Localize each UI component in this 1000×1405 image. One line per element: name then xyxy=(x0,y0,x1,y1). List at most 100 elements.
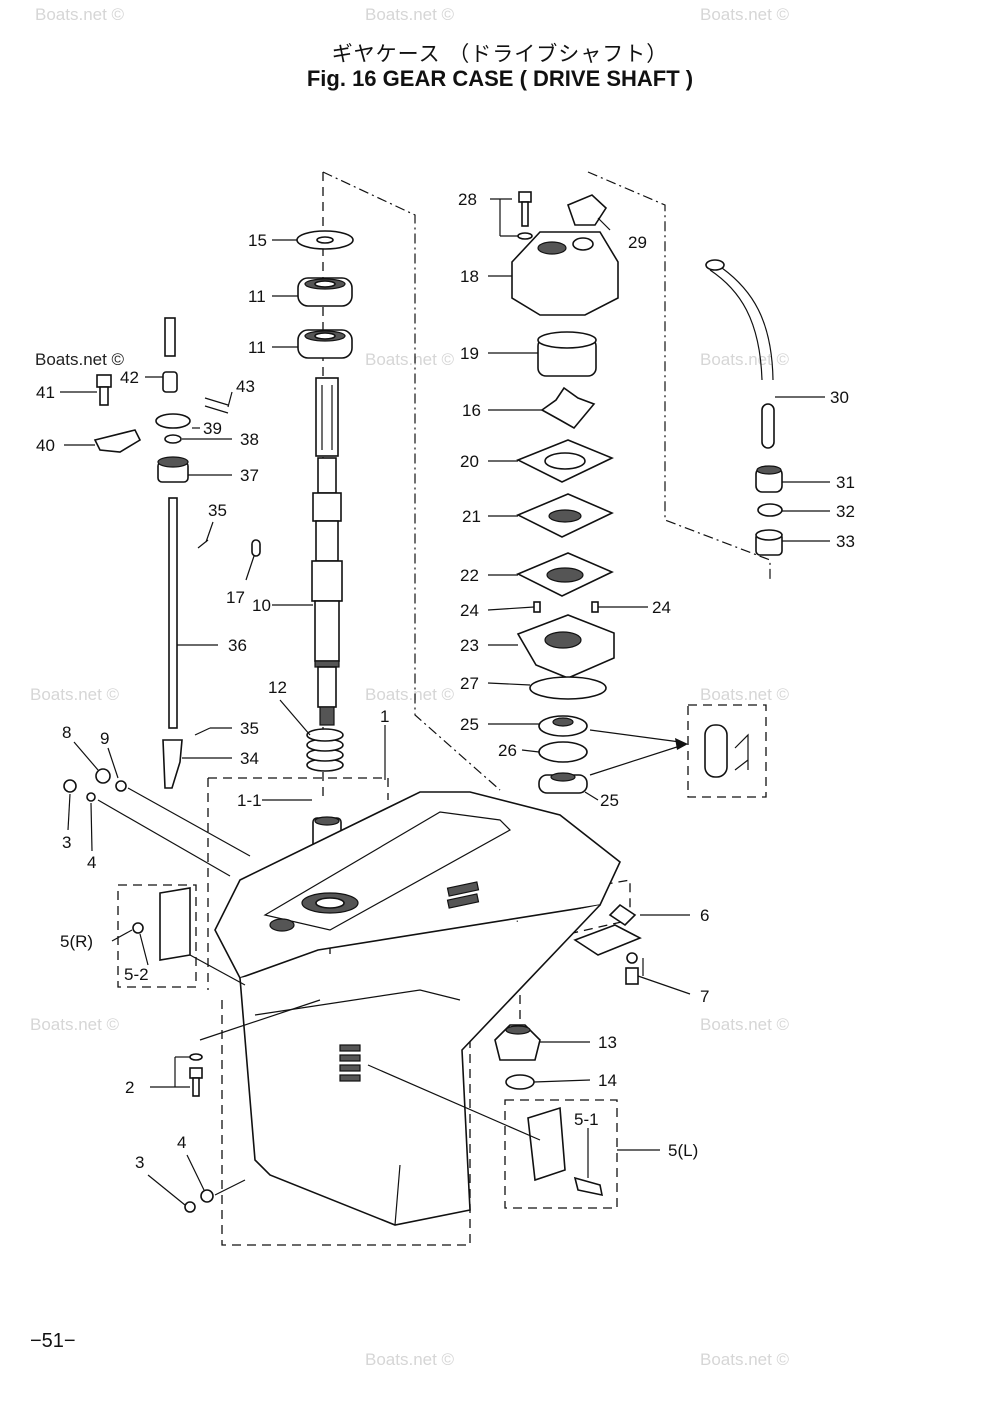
watermark: Boats.net © xyxy=(365,5,455,24)
callout-label: 17 xyxy=(226,588,245,607)
shift-rod-36 xyxy=(168,497,178,729)
callout-label: 31 xyxy=(836,473,855,492)
washer-9 xyxy=(115,780,127,792)
o-ring-27 xyxy=(529,676,607,700)
callout-label: 40 xyxy=(36,436,55,455)
callout-label: 25 xyxy=(600,791,619,810)
watermark: Boats.net © xyxy=(365,685,455,704)
shift-rod-group xyxy=(93,317,229,789)
watermark: Boats.net © xyxy=(30,1015,120,1034)
watermark: Boats.net © xyxy=(365,1350,455,1369)
callout-label: 39 xyxy=(203,419,222,438)
seal-32 xyxy=(757,503,783,517)
callout-label: 35 xyxy=(208,501,227,520)
callout-label: 5-1 xyxy=(574,1110,599,1129)
callout-label: 37 xyxy=(240,466,259,485)
watermark: Boats.net © xyxy=(30,685,120,704)
callout-label: 5(R) xyxy=(60,932,93,951)
callout-label: 4 xyxy=(87,853,96,872)
callout-label: 32 xyxy=(836,502,855,521)
callout-label: 14 xyxy=(598,1071,617,1090)
watermark: Boats.net © xyxy=(700,5,790,24)
callout-label: 11 xyxy=(248,287,266,306)
callout-label: 3 xyxy=(62,833,71,852)
watermark: Boats.net © xyxy=(35,350,125,369)
callout-label: 41 xyxy=(36,383,55,402)
drive-shaft-group xyxy=(251,230,354,851)
pump-case-23 xyxy=(516,614,615,679)
page-number: −51− xyxy=(30,1330,76,1352)
anode-5l-detail xyxy=(504,1099,618,1209)
callout-label: 11 xyxy=(248,338,266,357)
washer-28 xyxy=(517,232,533,240)
drive-shaft-10 xyxy=(311,377,343,726)
callout-label: 26 xyxy=(498,741,517,760)
callout-label: 10 xyxy=(252,596,271,615)
water-tube-seal-29 xyxy=(566,194,608,226)
screw-5-1 xyxy=(573,1176,604,1197)
gear-case-1 xyxy=(214,791,621,1226)
dowel-pin-24-left xyxy=(533,601,541,613)
shift-cam-34 xyxy=(162,739,183,789)
impeller-16 xyxy=(540,386,596,430)
bolt-3-lower xyxy=(184,1201,196,1213)
watermark: Boats.net © xyxy=(700,1015,790,1034)
callout-labels: 15 11 11 10 12 17 1 1-1 28 29 18 19 16 2… xyxy=(36,190,855,1172)
shift-rod-upper xyxy=(164,317,176,357)
water-tube-30 xyxy=(709,267,774,381)
anode-5r-detail xyxy=(117,884,197,988)
callout-label: 35 xyxy=(240,719,259,738)
watermark: Boats.net © xyxy=(700,685,790,704)
diagram-title-japanese: ギヤケース （ドライブシャフト） xyxy=(331,42,669,66)
watermark: Boats.net © xyxy=(700,350,790,369)
pinion-gear-13 xyxy=(494,1024,541,1061)
callout-label: 5(L) xyxy=(668,1141,698,1160)
callout-label: 8 xyxy=(62,723,71,742)
retainer-plate-40 xyxy=(93,429,142,453)
callout-label: 30 xyxy=(830,388,849,407)
ball-bearing-11-upper xyxy=(297,277,353,307)
callout-label: 3 xyxy=(135,1153,144,1172)
callout-label: 36 xyxy=(228,636,247,655)
callout-label: 24 xyxy=(460,601,479,620)
callout-label: 2 xyxy=(125,1078,134,1097)
callout-label: 1-1 xyxy=(237,791,262,810)
callout-label: 13 xyxy=(598,1033,617,1052)
o-ring-38 xyxy=(164,434,182,444)
callout-label: 15 xyxy=(248,231,267,250)
callout-label: 19 xyxy=(460,344,479,363)
hardware-group xyxy=(63,768,642,1213)
callout-label: 27 xyxy=(460,674,479,693)
watermark: Boats.net © xyxy=(700,1350,790,1369)
impeller-insert-19 xyxy=(537,331,597,377)
callout-label: 38 xyxy=(240,430,259,449)
water-tube-group xyxy=(705,259,783,556)
shift-rod-joint-42 xyxy=(162,371,178,393)
callout-label: 23 xyxy=(460,636,479,655)
bolt-2-head xyxy=(189,1067,203,1079)
callout-label: 29 xyxy=(628,233,647,252)
callout-label: 24 xyxy=(652,598,671,617)
callout-label: 34 xyxy=(240,749,259,768)
seal-direction-detail xyxy=(687,704,767,798)
leader-lines xyxy=(60,198,830,1206)
callout-label: 22 xyxy=(460,566,479,585)
callout-label: 33 xyxy=(836,532,855,551)
arrow-icon xyxy=(675,738,688,750)
diagram-title: Fig. 16 GEAR CASE ( DRIVE SHAFT ) xyxy=(306,66,694,91)
washer-2 xyxy=(189,1053,203,1061)
callout-label: 6 xyxy=(700,906,709,925)
bolt-28-head xyxy=(518,191,532,203)
callout-label: 4 xyxy=(177,1133,186,1152)
anode-5l xyxy=(527,1106,566,1182)
grommet-31 xyxy=(755,465,783,493)
pin-35-lower xyxy=(194,727,211,736)
spacer-26 xyxy=(538,741,588,763)
bolt-41-shank xyxy=(99,386,109,406)
callout-label: 25 xyxy=(460,715,479,734)
oil-seal-25-lower xyxy=(538,772,588,794)
callout-label: 21 xyxy=(462,507,481,526)
dowel-pin-24-right xyxy=(591,601,599,613)
